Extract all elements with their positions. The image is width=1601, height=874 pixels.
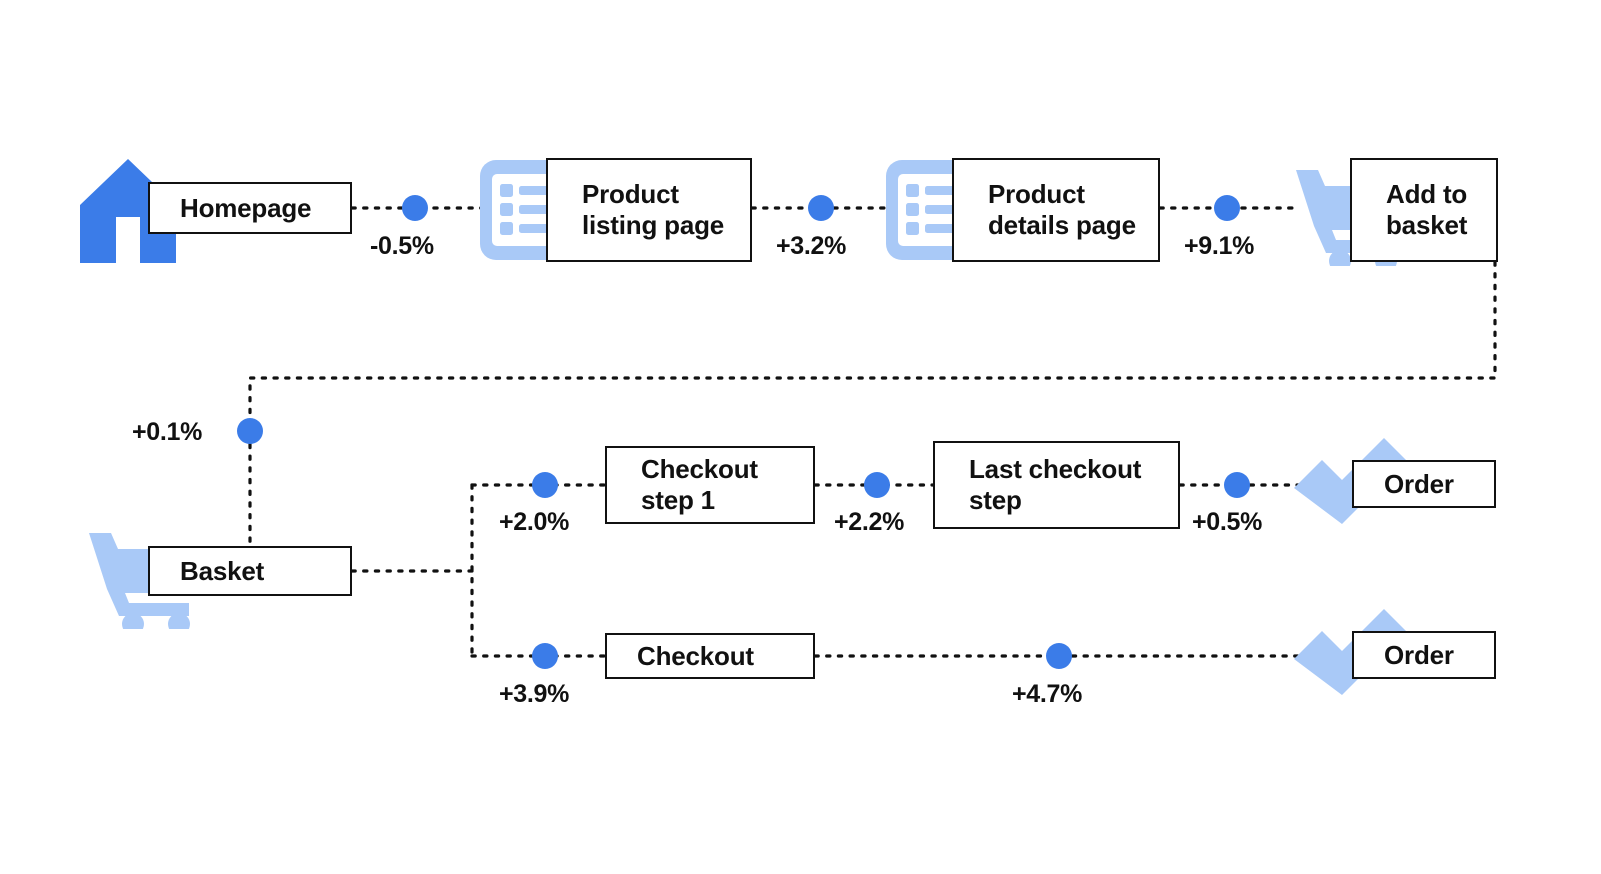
metric-label-last-order: +0.5% <box>1192 508 1263 536</box>
metric-label-basket-checkout: +3.9% <box>499 680 570 708</box>
metric-label-basket-checkout1: +2.0% <box>499 508 570 536</box>
node-basket[interactable]: Basket <box>148 546 352 596</box>
metric-dot-plp-pdp[interactable] <box>808 195 834 221</box>
node-checkout-step-1[interactable]: Checkout step 1 <box>605 446 815 524</box>
node-product-listing-page-label: Product listing page <box>582 179 725 240</box>
node-add-to-basket[interactable]: Add to basket <box>1350 158 1498 262</box>
metric-dot-basket-checkout1[interactable] <box>532 472 558 498</box>
metric-label-checkout1-last: +2.2% <box>834 508 905 536</box>
node-homepage-label: Homepage <box>180 192 312 223</box>
node-order-top[interactable]: Order <box>1352 460 1496 508</box>
metric-label-checkout-order: +4.7% <box>1012 680 1083 708</box>
metric-dot-basket-checkout[interactable] <box>532 643 558 669</box>
node-order-top-label: Order <box>1384 468 1454 499</box>
wire-add-basket <box>248 260 1497 550</box>
metric-label-pdp-add: +9.1% <box>1184 232 1255 260</box>
node-product-details-page-label: Product details page <box>988 179 1136 240</box>
metric-dot-homepage-plp[interactable] <box>402 195 428 221</box>
metric-dot-checkout-order[interactable] <box>1046 643 1072 669</box>
metric-dot-checkout1-last[interactable] <box>864 472 890 498</box>
metric-dot-add-basket[interactable] <box>237 418 263 444</box>
node-homepage[interactable]: Homepage <box>148 182 352 234</box>
node-checkout-step-1-label: Checkout step 1 <box>641 454 758 515</box>
metric-label-plp-pdp: +3.2% <box>776 232 847 260</box>
node-product-listing-page[interactable]: Product listing page <box>546 158 752 262</box>
node-checkout[interactable]: Checkout <box>605 633 815 679</box>
node-order-bottom[interactable]: Order <box>1352 631 1496 679</box>
node-product-details-page[interactable]: Product details page <box>952 158 1160 262</box>
node-last-checkout-step-label: Last checkout step <box>969 454 1142 515</box>
metric-label-homepage-plp: -0.5% <box>370 232 434 260</box>
metric-label-add-basket: +0.1% <box>132 418 203 446</box>
node-order-bottom-label: Order <box>1384 639 1454 670</box>
metric-dot-last-order[interactable] <box>1224 472 1250 498</box>
node-checkout-label: Checkout <box>637 640 754 671</box>
metric-dot-pdp-add[interactable] <box>1214 195 1240 221</box>
node-last-checkout-step[interactable]: Last checkout step <box>933 441 1180 529</box>
node-add-to-basket-label: Add to basket <box>1386 179 1468 240</box>
node-basket-label: Basket <box>180 555 265 586</box>
